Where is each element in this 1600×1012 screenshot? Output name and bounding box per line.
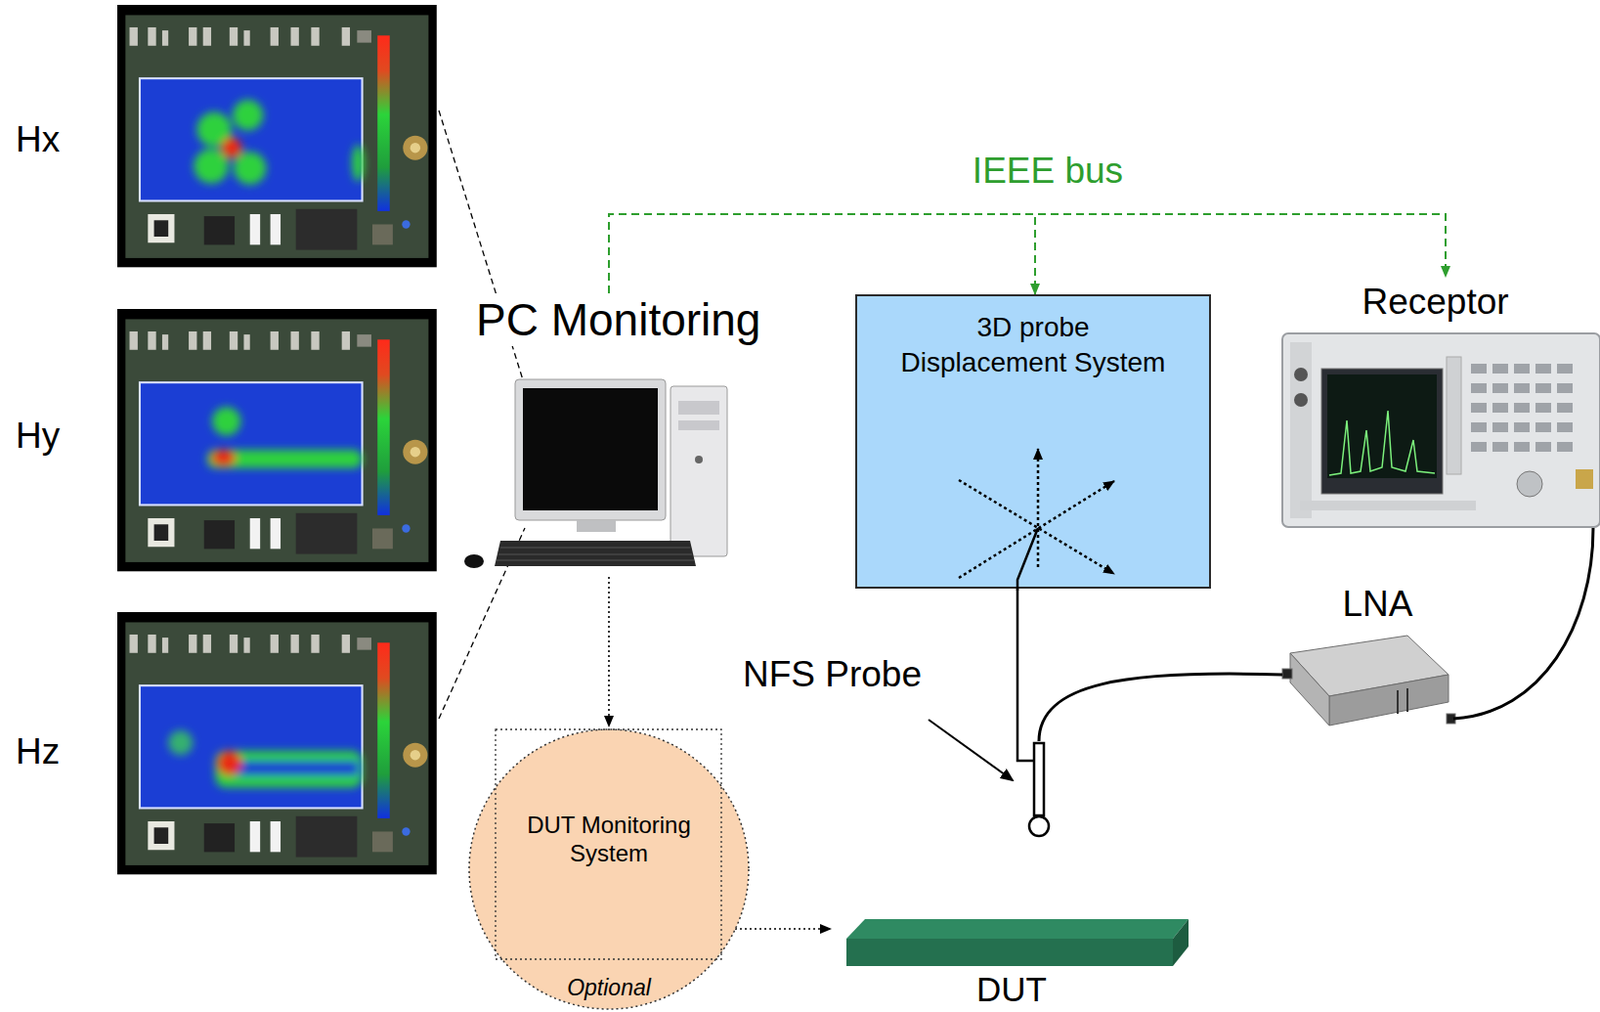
hy-field-map (117, 308, 437, 571)
node-title: NFS Probe (742, 652, 922, 696)
spectrum-analyzer-picture (1282, 333, 1600, 527)
pc-node: PC Monitoring (459, 293, 773, 577)
board-picture (846, 918, 1189, 966)
instrument-node: Receptor (1270, 276, 1600, 528)
node-title: Receptor (1270, 276, 1600, 324)
probe-node: NFS Probe (1026, 740, 1052, 839)
box-title: 3D probe Displacement System (895, 309, 1171, 381)
axis-label: Hz (15, 730, 60, 774)
control-connector (735, 927, 831, 930)
node-title: PC Monitoring (475, 293, 761, 346)
coax-cable (1453, 527, 1594, 719)
hx-field-map (117, 4, 437, 267)
optional-circle (466, 726, 752, 1012)
axis-label: Hx (15, 118, 60, 162)
leader-line (438, 110, 525, 719)
axis-label: Hy (15, 414, 60, 458)
process-box: 3D probe Displacement System (855, 294, 1211, 589)
bus-connector (608, 214, 1036, 295)
node-title: DUT Monitoring System (511, 810, 707, 867)
computer-picture (464, 379, 728, 568)
coax-cable (1038, 673, 1283, 741)
node-title: DUT (830, 971, 1193, 1007)
probe-arm (1017, 588, 1035, 761)
hz-field-map (117, 611, 437, 874)
optional-circle-node: DUT Monitoring SystemOptional (466, 726, 752, 1012)
control-connector (607, 576, 610, 727)
node-title: LNA (1282, 582, 1454, 626)
bus-connector (608, 214, 1446, 294)
amplifier-picture (1282, 635, 1456, 726)
note-text: Optional (466, 973, 752, 1001)
edge-label: IEEE bus (969, 149, 1126, 193)
amplifier-node: LNA (1282, 576, 1454, 734)
board-node: DUT (830, 913, 1193, 1012)
probe-picture (928, 719, 1049, 836)
